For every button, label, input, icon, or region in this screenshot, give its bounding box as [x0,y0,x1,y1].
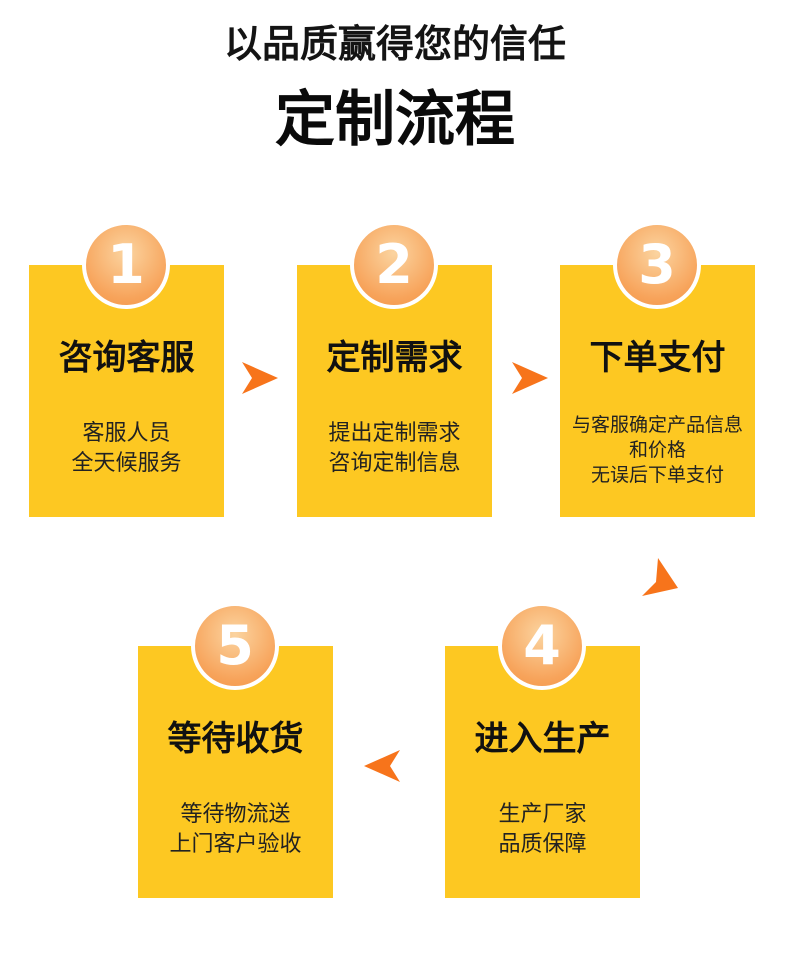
step-number-badge: 2 [350,221,438,309]
step-description: 提出定制需求 咨询定制信息 [328,421,461,476]
step-number-badge: 1 [82,221,170,309]
step-number-badge: 5 [191,602,279,690]
step-title: 进入生产 [474,719,611,759]
step-card-consult: 1 咨询客服 客服人员 全天候服务 [29,221,224,517]
step-card-requirement: 2 定制需求 提出定制需求 咨询定制信息 [297,221,492,517]
step-number-badge: 4 [498,602,586,690]
step-title: 定制需求 [326,338,463,378]
step-description: 等待物流送 上门客户验收 [169,802,302,857]
page-title: 定制流程 [275,85,515,155]
arrow-left-icon [364,750,400,782]
arrow-right-icon [242,362,278,394]
arrow-right-icon [512,362,548,394]
step-description: 生产厂家 品质保障 [498,802,587,857]
step-card-payment: 3 下单支付 与客服确定产品信息 和价格 无误后下单支付 [560,221,755,517]
step-number-badge: 3 [613,221,701,309]
arrow-down-left-icon [642,558,678,596]
step-title: 咨询客服 [58,338,195,378]
step-title: 下单支付 [589,338,726,378]
step-card-production: 4 进入生产 生产厂家 品质保障 [445,602,640,898]
page-subtitle: 以品质赢得您的信任 [223,22,566,66]
step-description: 客服人员 全天候服务 [71,421,182,476]
step-title: 等待收货 [167,719,304,759]
step-description: 与客服确定产品信息 和价格 无误后下单支付 [571,414,743,486]
step-card-delivery: 5 等待收货 等待物流送 上门客户验收 [138,602,333,898]
